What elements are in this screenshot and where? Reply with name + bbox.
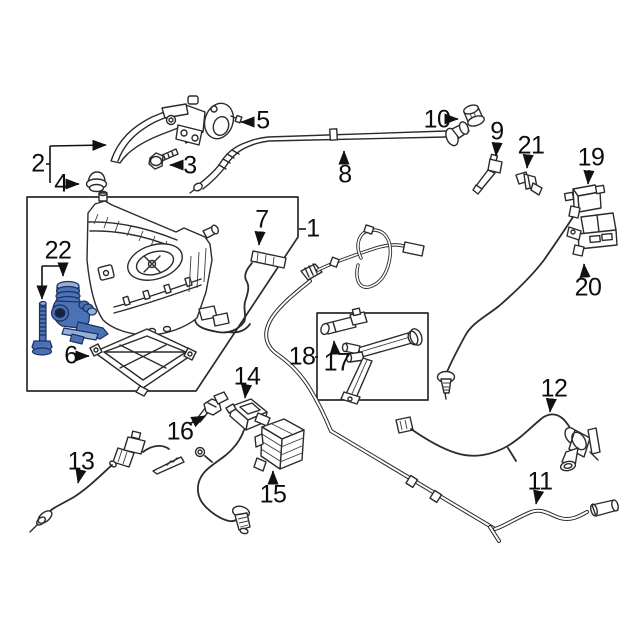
callout-label-2: 2: [31, 149, 45, 178]
part-8-tube-illustration: [190, 120, 470, 193]
part-10-cap-illustration: [463, 103, 486, 128]
callout-label-16: 16: [166, 417, 194, 446]
callout-label-4: 4: [54, 169, 68, 198]
part-22-valve-illustration: [32, 282, 108, 356]
callout-label-10: 10: [423, 105, 451, 134]
group-box-1: [27, 197, 298, 391]
part-11-tube-illustration: [266, 225, 619, 541]
part-21-sensor-illustration: [516, 172, 542, 195]
callout-label-6: 6: [64, 341, 78, 370]
callout-label-12: 12: [540, 374, 568, 403]
part-3-bolt-illustration: [149, 149, 178, 169]
callout-label-20: 20: [574, 273, 602, 302]
callout-label-13: 13: [67, 447, 95, 476]
callout-label-22: 22: [44, 236, 72, 265]
callout-label-19: 19: [577, 143, 605, 172]
part-12-harness-illustration: [396, 414, 600, 472]
part-6-bracket-illustration: [90, 329, 196, 396]
callout-label-21: 21: [517, 131, 545, 160]
callout-leaders: [36, 113, 595, 505]
part-15-shield-illustration: [254, 419, 304, 471]
part-14-module-illustration: [196, 399, 271, 534]
callout-label-7: 7: [255, 205, 269, 234]
part-7-harness-illustration: [195, 251, 286, 333]
callout-label-18: 18: [288, 342, 316, 371]
callout-label-5: 5: [256, 106, 270, 135]
callout-label-9: 9: [490, 117, 504, 146]
highlight-bolt: [32, 302, 52, 356]
part-19-module-illustration: [438, 185, 605, 399]
part-17-sensor-illustration: [320, 308, 367, 335]
part-4-grommet-illustration: [87, 172, 107, 192]
callout-label-15: 15: [259, 480, 287, 509]
part-5-plate-illustration: [200, 100, 242, 143]
part-20-bracket-illustration: [567, 213, 617, 256]
highlight-valve: [52, 282, 109, 345]
part-18-tube-assembly-illustration: [341, 327, 424, 404]
callout-label-17: 17: [323, 348, 351, 377]
callout-label-8: 8: [338, 160, 352, 189]
part-9-sensor-illustration: [473, 154, 502, 194]
callout-label-11: 11: [527, 467, 553, 496]
part-13-sensor-illustration: [30, 431, 184, 532]
callout-label-14: 14: [233, 362, 261, 391]
callout-label-1: 1: [306, 214, 320, 243]
callout-label-3: 3: [183, 151, 197, 180]
part-2-bracket-illustration: [111, 96, 205, 163]
part-1-canister-illustration: [87, 192, 220, 336]
